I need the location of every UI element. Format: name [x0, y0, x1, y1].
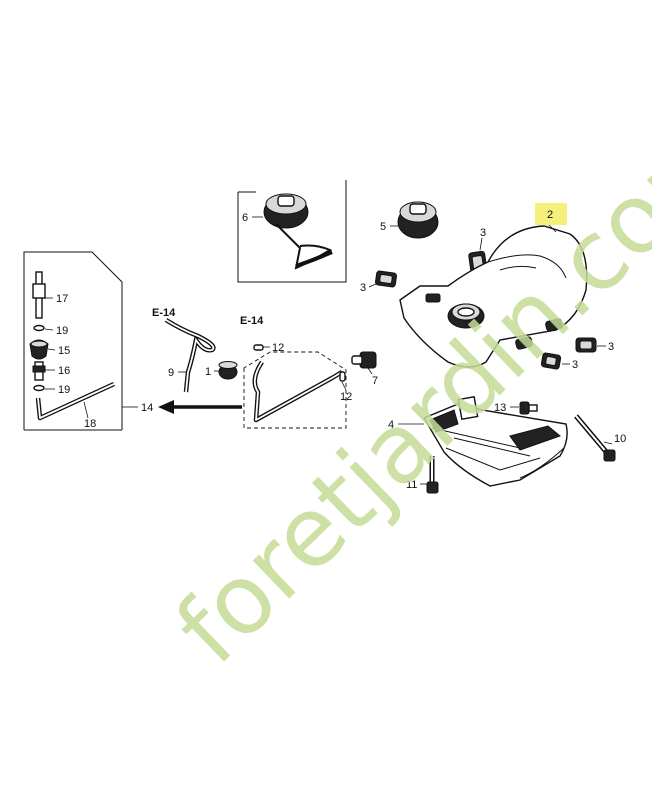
part-2-fuel-tank: 2: [399, 203, 588, 368]
part-11-bolt: 11: [406, 456, 439, 494]
fuel-cap-kit-frame: [237, 180, 347, 283]
callout-3-lower: 3: [572, 359, 578, 371]
part-5-fuel-cap: 5: [380, 201, 439, 239]
callout-18: 18: [84, 418, 96, 430]
callout-14: 14: [141, 402, 153, 414]
callout-7: 7: [372, 375, 378, 387]
part-10-bolt: 10: [574, 414, 626, 462]
watermark-foretjardin: foretjardin.com: [155, 95, 652, 685]
callout-3-left: 3: [360, 282, 366, 294]
part-7-fuel-filter: 7: [351, 351, 378, 387]
part-17-fuel-pipe: 17: [32, 271, 68, 319]
callout-1: 1: [205, 366, 211, 378]
part-18-fuel-tube: 18: [35, 381, 115, 430]
watermark-text: foretjardin.com: [155, 95, 652, 685]
part-16-joint: 16: [32, 361, 70, 381]
callout-16: 16: [58, 365, 70, 377]
tube-set-frame: [243, 351, 347, 429]
callout-2: 2: [547, 209, 553, 221]
callout-17: 17: [56, 293, 68, 305]
part-3-rubber-pad-left: 3: [360, 270, 397, 294]
part-12-clip-lower: 12: [339, 371, 352, 403]
callout-3-right: 3: [608, 341, 614, 353]
part-19-clip-upper: 19: [33, 324, 68, 337]
part-9-fuel-tube: 9: [164, 318, 216, 393]
part-14-fuel-tube-set: 14: [122, 400, 242, 414]
callout-6: 6: [242, 212, 248, 224]
part-1-grommet: 1: [205, 361, 238, 380]
callout-9: 9: [168, 367, 174, 379]
part-13-collar: 13: [494, 401, 538, 415]
callout-15: 15: [58, 345, 70, 357]
callout-4: 4: [388, 419, 394, 431]
part-15-grommet: 15: [29, 339, 70, 360]
callout-10: 10: [614, 433, 626, 445]
callout-5: 5: [380, 221, 386, 233]
callout-11: 11: [406, 479, 417, 491]
callout-3-top: 3: [480, 227, 486, 239]
callout-19-upper: 19: [56, 325, 68, 337]
ref-e14-right: E-14: [240, 315, 264, 327]
ref-e14-left: E-14: [152, 307, 176, 319]
callout-19-lower: 19: [58, 384, 70, 396]
callout-12-upper: 12: [272, 342, 284, 354]
part-4-tank-bracket: 4: [388, 395, 568, 487]
fuel-filter-kit-frame: [23, 251, 123, 431]
part-19-clip-lower: 19: [33, 384, 70, 396]
callout-2-highlight: [535, 203, 567, 225]
svg-text:foretjardin.com: foretjardin.com: [155, 95, 652, 685]
callout-13: 13: [494, 402, 506, 414]
part-3-rubber-pad-right: 3: [575, 337, 614, 353]
part-3-rubber-pad-lower: 3: [540, 352, 578, 371]
arrow-left-icon: [158, 400, 174, 414]
callout-12-lower: 12: [340, 391, 352, 403]
part-12-clip-upper: 12: [253, 342, 284, 354]
part-6-fuel-cap-assembly: 6: [242, 193, 333, 270]
